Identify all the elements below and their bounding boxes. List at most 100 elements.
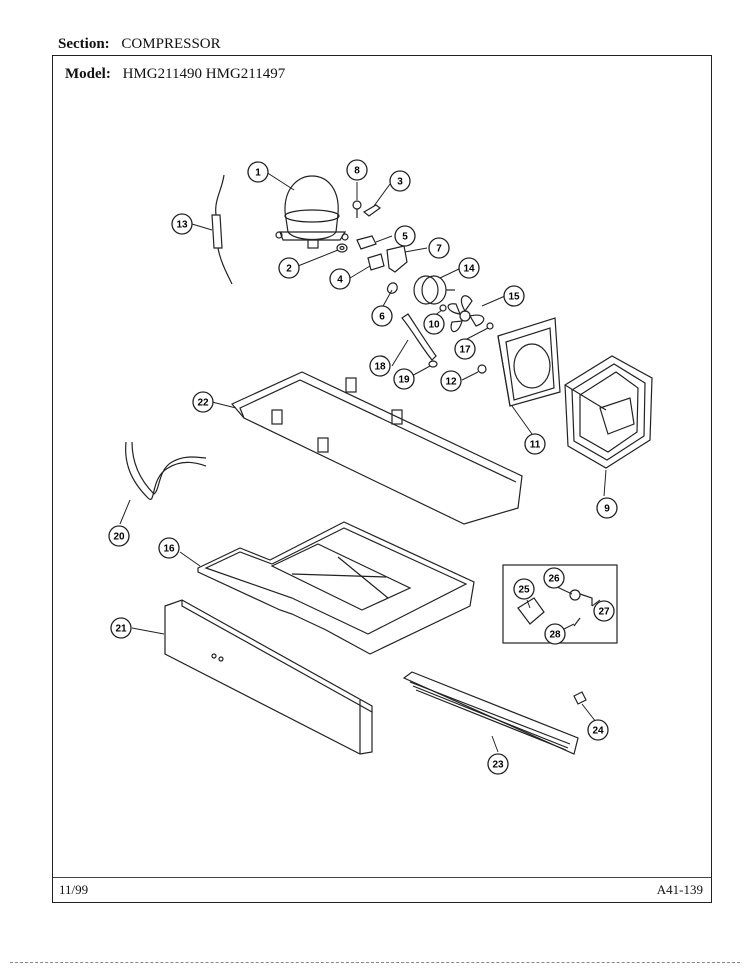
callout-circle	[371, 305, 393, 327]
callout-number: 19	[398, 375, 410, 386]
grommet-small-part	[477, 364, 487, 374]
callout-28: 28	[544, 623, 566, 645]
motor-bracket-part	[401, 313, 437, 361]
footer-date: 11/99	[59, 882, 89, 897]
grille-clip-part	[573, 691, 587, 705]
callout-8: 8	[346, 159, 368, 181]
washer-part	[428, 360, 438, 368]
callout-circle	[587, 719, 609, 741]
callout-circle	[394, 225, 416, 247]
callout-circle	[158, 537, 180, 559]
fan-shroud-part	[497, 317, 561, 407]
callout-3: 3	[389, 170, 411, 192]
callout-7: 7	[428, 237, 450, 259]
callout-circle	[423, 313, 445, 335]
callout-2: 2	[278, 257, 300, 279]
leader-lines	[119, 171, 607, 753]
callout-circle	[440, 370, 462, 392]
compressor-part	[275, 175, 349, 249]
callout-circle	[428, 237, 450, 259]
front-panel-part	[164, 599, 373, 755]
callout-19: 19	[393, 368, 415, 390]
callout-circle	[369, 355, 391, 377]
model-value: HMG211490 HMG211497	[122, 66, 286, 82]
callout-10: 10	[423, 313, 445, 335]
callout-circle	[108, 525, 130, 547]
callout-number: 10	[428, 320, 440, 331]
callout-13: 13	[171, 213, 193, 235]
callout-number: 14	[463, 264, 475, 275]
callout-circle	[192, 391, 214, 413]
callout-15: 15	[503, 285, 525, 307]
callout-circle	[329, 268, 351, 290]
callout-number: 12	[445, 377, 457, 388]
callout-number: 13	[176, 220, 188, 231]
callout-23: 23	[487, 753, 509, 775]
drain-pan-part	[197, 521, 475, 655]
callout-circle	[544, 623, 566, 645]
callout-circle	[389, 170, 411, 192]
callout-6: 6	[371, 305, 393, 327]
callout-number: 8	[354, 166, 360, 177]
callout-24: 24	[587, 719, 609, 741]
callout-number: 18	[374, 362, 386, 373]
callout-9: 9	[596, 497, 618, 519]
callout-circle	[346, 159, 368, 181]
fan-motor-part	[413, 275, 455, 305]
footer-rule	[53, 877, 711, 878]
callout-16: 16	[158, 537, 180, 559]
callout-number: 24	[592, 726, 604, 737]
callout-number: 25	[518, 585, 530, 596]
base-rail-part	[231, 371, 523, 525]
callout-21: 21	[110, 617, 132, 639]
callout-number: 3	[397, 177, 403, 188]
model-heading: Model: HMG211490 HMG211497	[65, 66, 285, 83]
diagram-frame: Model: HMG211490 HMG211497 11/99 A41-139	[52, 55, 712, 903]
callout-number: 9	[604, 504, 610, 515]
callout-number: 28	[549, 630, 561, 641]
callout-number: 4	[337, 275, 343, 286]
nut-part	[439, 304, 447, 312]
callout-circle	[278, 257, 300, 279]
section-value: COMPRESSOR	[121, 36, 221, 52]
section-heading: Section: COMPRESSOR	[58, 36, 221, 53]
callout-25: 25	[513, 578, 535, 600]
callout-circle	[458, 257, 480, 279]
drier-part	[211, 174, 233, 285]
callout-20: 20	[108, 525, 130, 547]
drain-tube-part	[125, 441, 207, 501]
grommet-part	[336, 243, 348, 253]
callout-number: 1	[255, 168, 261, 179]
callout-circle	[503, 285, 525, 307]
callout-11: 11	[524, 433, 546, 455]
callout-number: 21	[115, 624, 127, 635]
callout-number: 27	[598, 607, 610, 618]
callout-number: 7	[436, 244, 442, 255]
bracket-part	[386, 282, 398, 294]
callout-circle	[454, 338, 476, 360]
callout-circle	[593, 600, 615, 622]
clip-part	[362, 204, 382, 217]
callout-circle	[393, 368, 415, 390]
callout-12: 12	[440, 370, 462, 392]
overload-part	[367, 253, 385, 271]
screw-part	[352, 200, 362, 218]
callout-circle	[513, 578, 535, 600]
callout-number: 23	[492, 760, 504, 771]
callout-26: 26	[543, 567, 565, 589]
scan-bottom-edge	[10, 962, 740, 963]
grille-part	[402, 671, 579, 755]
callout-circle	[487, 753, 509, 775]
callout-18: 18	[369, 355, 391, 377]
callout-number: 26	[548, 574, 560, 585]
callout-4: 4	[329, 268, 351, 290]
callout-circle	[524, 433, 546, 455]
model-label: Model:	[65, 66, 111, 82]
callout-circle	[247, 161, 269, 183]
callout-27: 27	[593, 600, 615, 622]
condenser-part	[564, 355, 653, 469]
callout-number: 17	[459, 345, 471, 356]
callout-1: 1	[247, 161, 269, 183]
relay-part	[356, 235, 377, 250]
